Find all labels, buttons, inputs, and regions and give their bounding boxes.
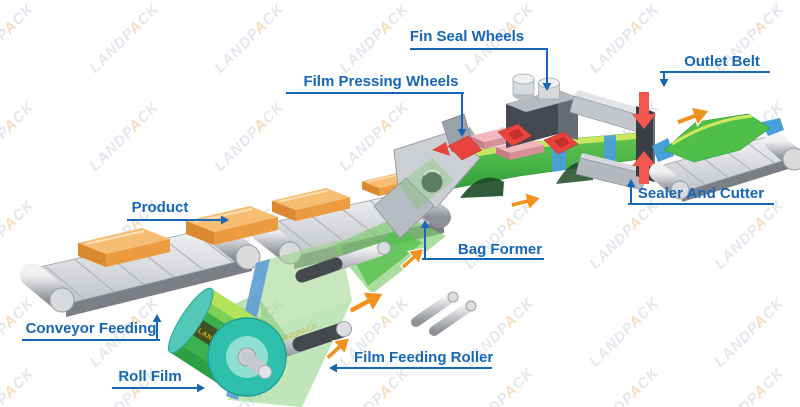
label-bag-former: Bag Former: [457, 241, 543, 258]
label-outlet-belt: Outlet Belt: [684, 53, 760, 70]
outlet-belt: [649, 113, 800, 202]
red-arrow-down: [632, 92, 656, 129]
label-product: Product: [131, 199, 189, 216]
flow-arrow: [508, 188, 544, 215]
label-conveyor-feeding: Conveyor Feeding: [25, 320, 157, 337]
label-film-pressing-wheels: Film Pressing Wheels: [303, 73, 459, 90]
label-connectors: [22, 48, 774, 393]
fin-seal-red-wheels: [497, 123, 579, 155]
roll-film: LANDPACK: [167, 287, 287, 397]
label-fin-seal-wheels: Fin Seal Wheels: [409, 28, 525, 45]
label-sealer-and-cutter: Sealer And Cutter: [637, 185, 765, 202]
sealer-and-cutter: [569, 90, 656, 191]
red-arrow-up: [632, 151, 656, 184]
flow-arrow: [344, 282, 390, 322]
label-film-feeding-roller: Film Feeding Roller: [354, 349, 494, 366]
finished-package: [652, 113, 784, 163]
film-pressing-wheels: [432, 113, 483, 161]
label-roll-film: Roll Film: [118, 368, 182, 385]
